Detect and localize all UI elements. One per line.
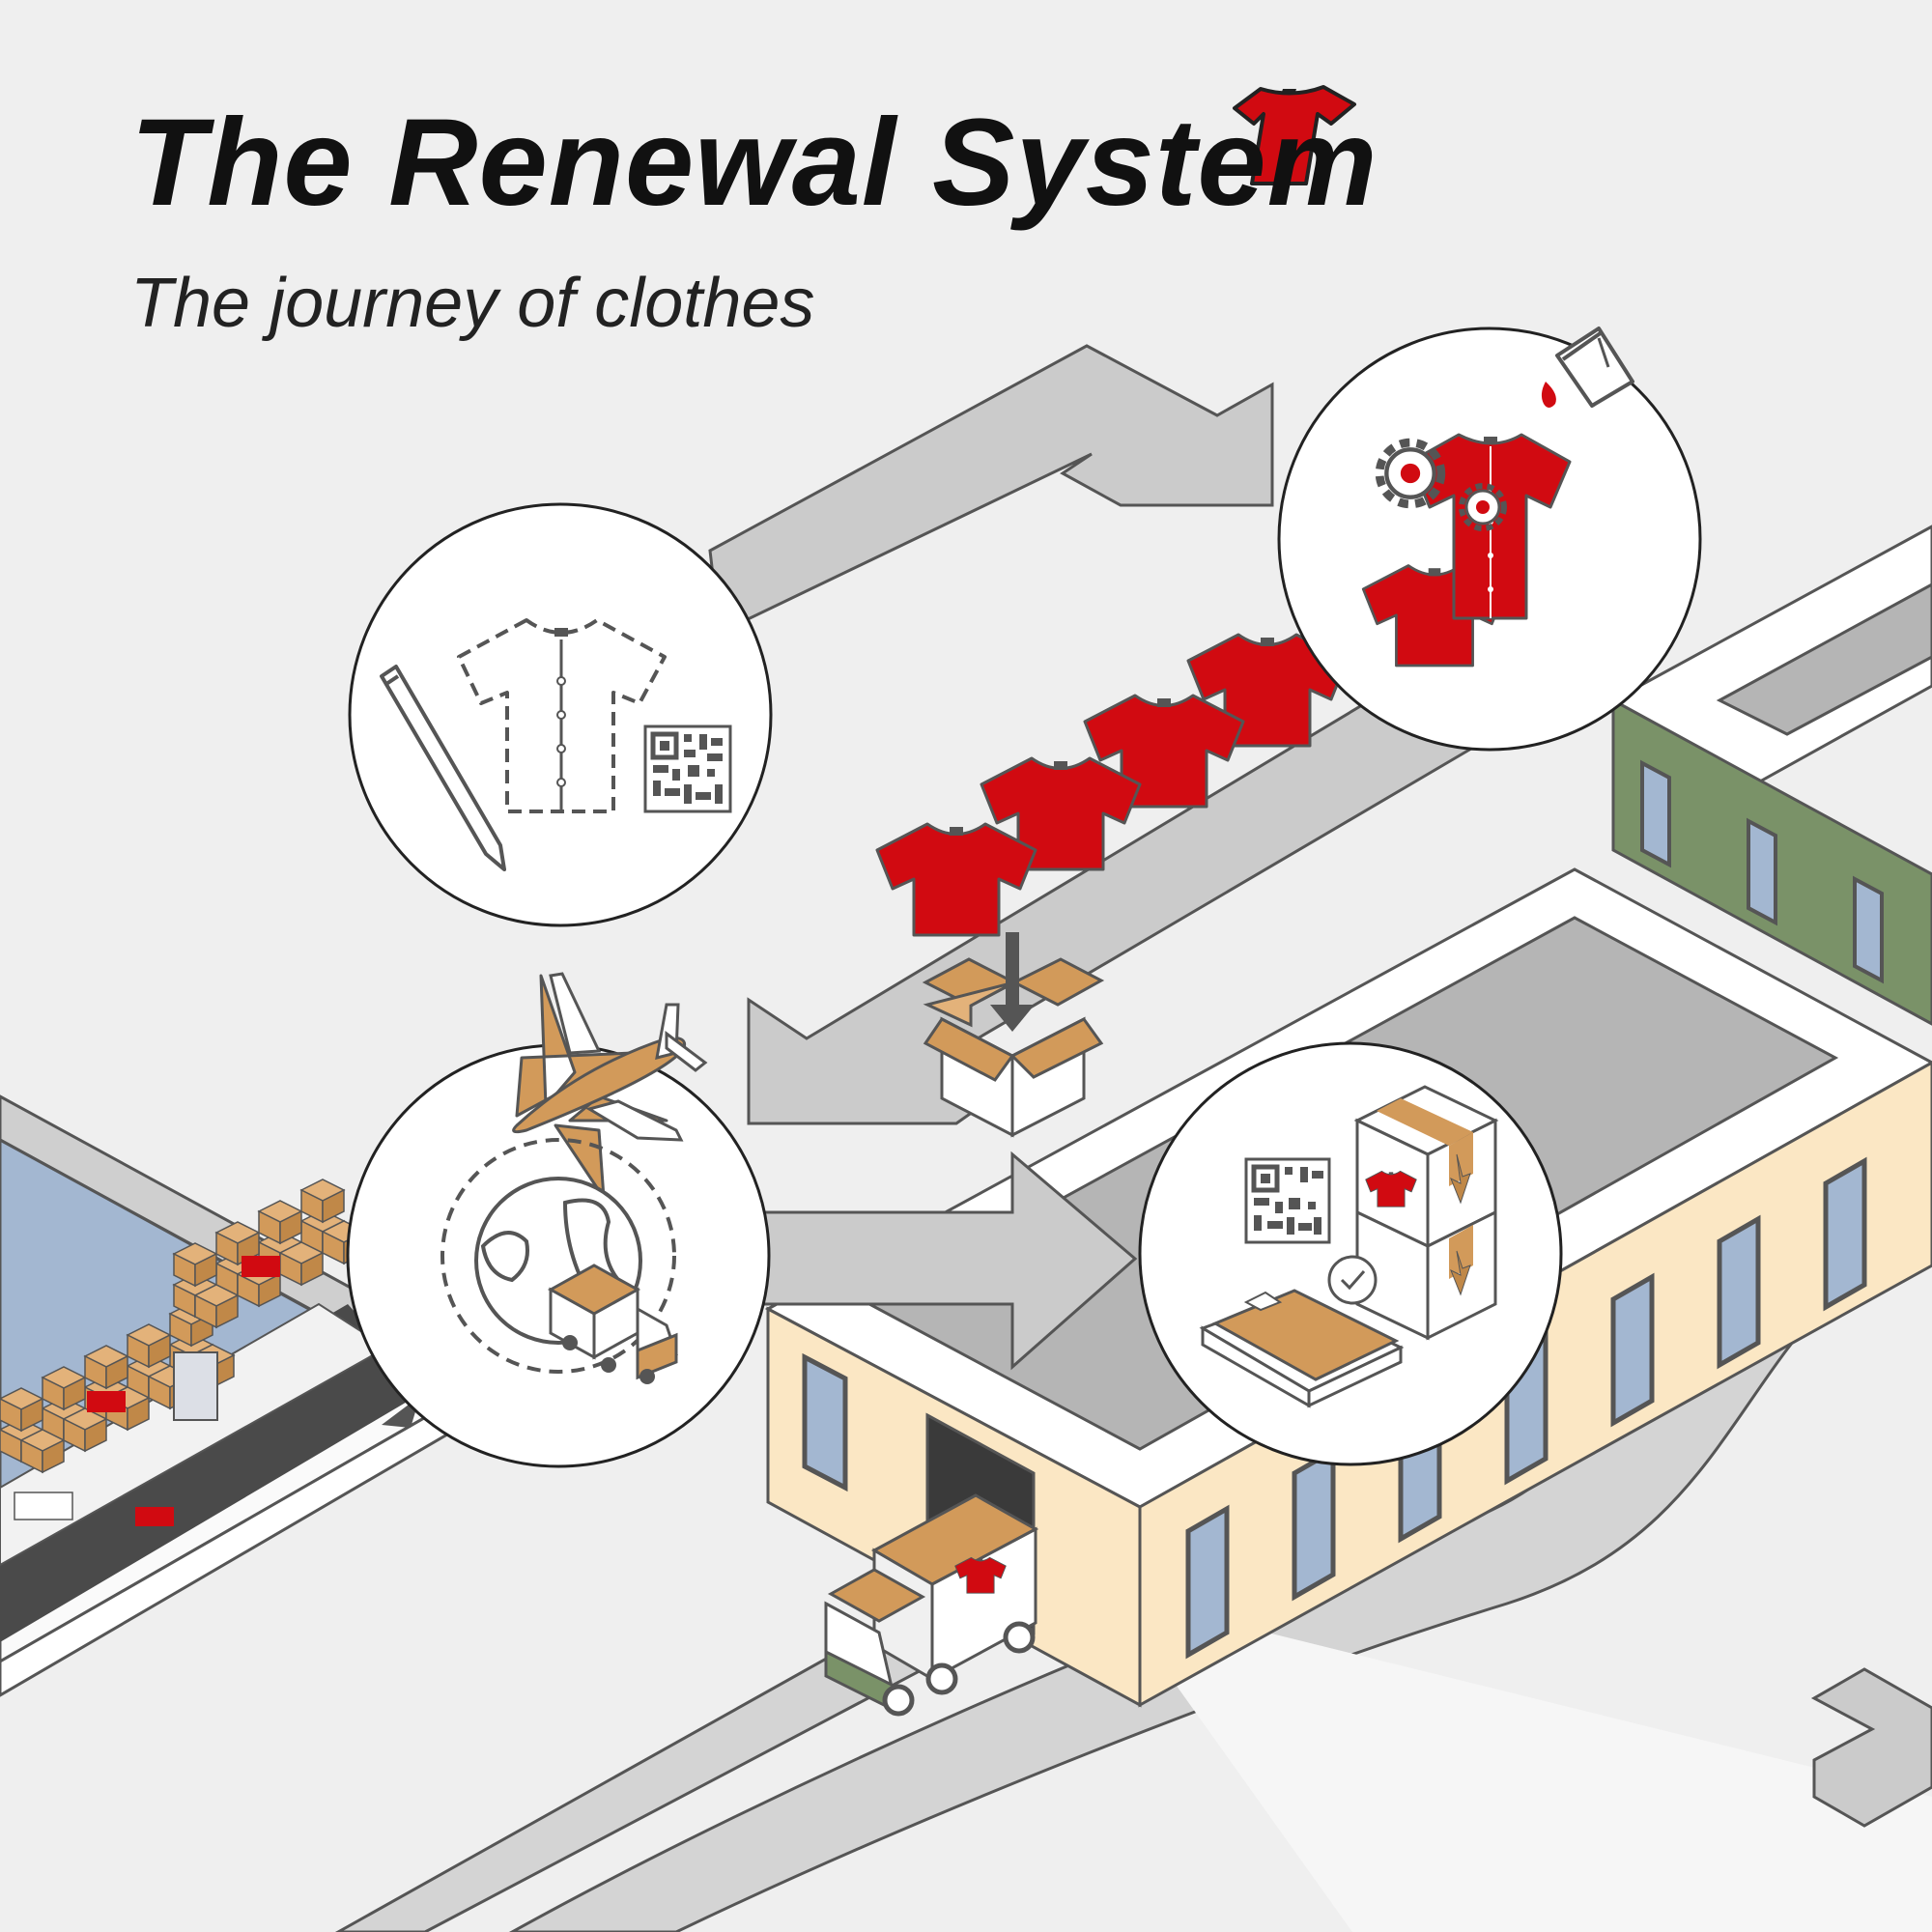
page-subtitle: The journey of clothes xyxy=(130,265,815,342)
road-edge-shadow xyxy=(1111,1594,1932,1932)
box-flap xyxy=(1010,957,1105,1007)
truck-wheel xyxy=(882,1684,915,1717)
down-arrow-shaft xyxy=(1006,932,1019,1009)
brand-shirt-logo xyxy=(1233,85,1356,185)
check-icon xyxy=(1327,1255,1378,1305)
open-box xyxy=(922,932,1105,1138)
box-flap xyxy=(923,1017,1015,1082)
flow-arrows xyxy=(382,344,1491,1428)
qr-code-icon xyxy=(643,724,732,813)
red-container xyxy=(242,1256,280,1277)
box-flap xyxy=(1009,1017,1104,1079)
folded-shirt-icon xyxy=(1199,1289,1405,1408)
ship-hull xyxy=(0,1304,425,1642)
building-window xyxy=(1747,817,1777,926)
airplane-icon xyxy=(512,972,708,1200)
stage-warehouse xyxy=(1138,1041,1563,1466)
qr-code-icon xyxy=(1244,1157,1331,1244)
white-container xyxy=(14,1492,73,1520)
red-container xyxy=(87,1391,126,1412)
building-window xyxy=(1640,759,1671,868)
green-building xyxy=(1609,525,1932,1026)
container-ship xyxy=(0,1179,425,1642)
truck-wheel xyxy=(1003,1621,1036,1654)
arrow-shipping-to-warehouse xyxy=(747,1151,1138,1371)
stage-production xyxy=(1277,327,1702,752)
shirt-pattern-icon xyxy=(457,618,667,813)
pencil-icon xyxy=(380,665,506,871)
building-window xyxy=(1823,1156,1867,1312)
stage-shipping xyxy=(346,972,771,1468)
gear-icon xyxy=(1462,486,1504,528)
building-window xyxy=(1610,1272,1655,1428)
gear-icon xyxy=(1379,442,1441,504)
green-building-roof-inset xyxy=(1716,582,1932,736)
building-window xyxy=(802,1352,848,1492)
box-stack-icon xyxy=(1353,1085,1499,1341)
box-flap xyxy=(923,980,1015,1028)
down-arrow-head xyxy=(990,1005,1035,1032)
truck-cab-top xyxy=(827,1568,926,1623)
dye-bucket-icon xyxy=(1541,327,1634,408)
ship-bridge xyxy=(173,1351,218,1421)
red-container xyxy=(135,1507,174,1526)
building-window xyxy=(1717,1214,1761,1370)
stage-design xyxy=(348,502,773,927)
building-window xyxy=(1292,1446,1336,1602)
page-title: The Renewal System xyxy=(130,94,1378,232)
building-window xyxy=(1853,875,1884,984)
stage-circle xyxy=(1138,1041,1563,1466)
exit-arrow xyxy=(1810,1667,1932,1828)
globe-orbit xyxy=(440,1138,676,1374)
truck-icon xyxy=(547,1264,678,1384)
delivery-truck xyxy=(824,1493,1039,1717)
arrow-design-to-production xyxy=(708,344,1274,636)
building-window xyxy=(1185,1504,1230,1660)
truck-wheel xyxy=(925,1662,958,1695)
